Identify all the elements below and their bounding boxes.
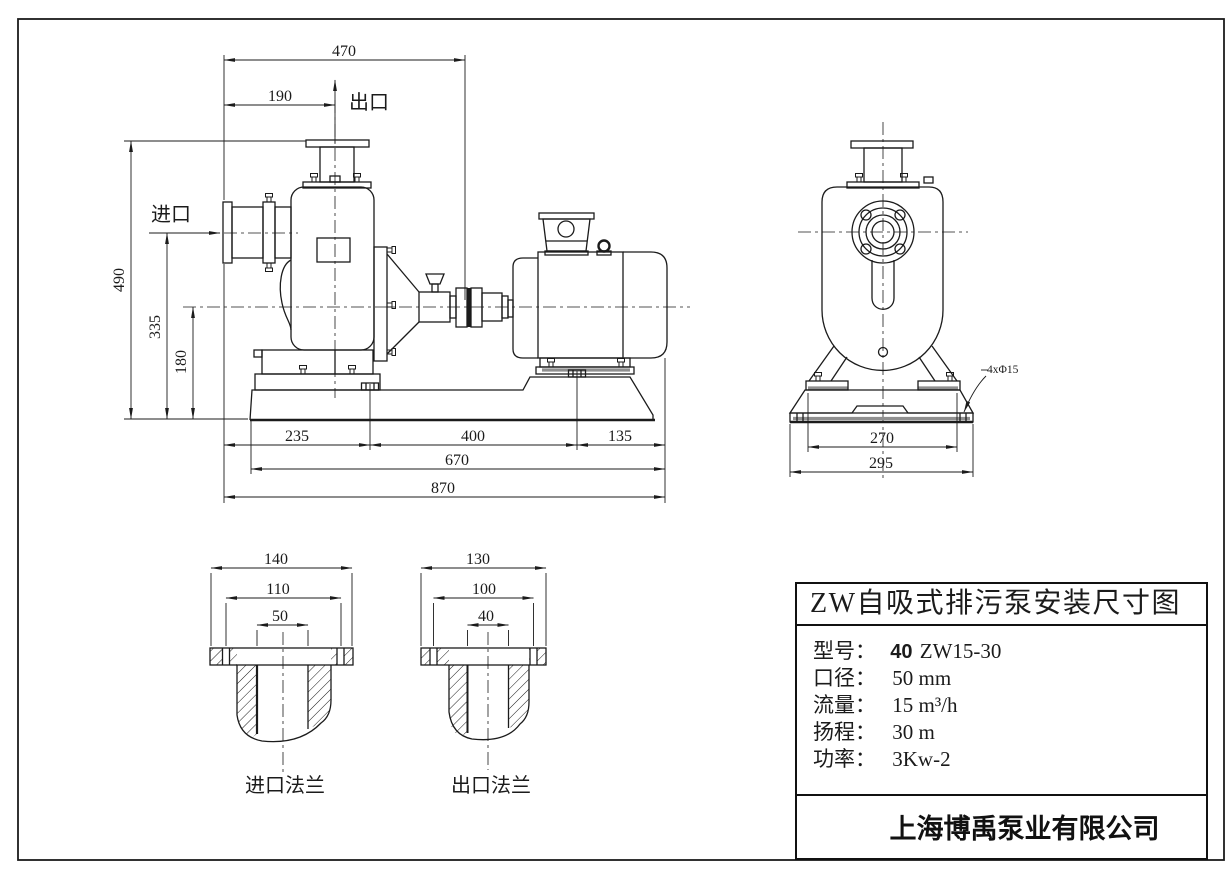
outlet-flange-detail: 130 100 40 出口法兰 [420, 551, 547, 797]
drawing-title: ZW自吸式排污泵安装尺寸图 [797, 584, 1206, 626]
spec-label: 型号： [813, 639, 876, 663]
spec-label: 扬程： [813, 720, 876, 744]
pump-casing-front [821, 186, 944, 372]
spec-row-power: 功率： 3Kw-2 [813, 746, 1206, 773]
holes-leader-line [963, 375, 987, 413]
bearing-and-coupling [373, 246, 514, 362]
inlet-flange-dim-50: 50 [272, 608, 288, 625]
dim-870: 870 [431, 480, 455, 497]
title-block: ZW自吸式排污泵安装尺寸图 型号： 40 ZW15-30 口径： 50 mm 流… [795, 582, 1208, 860]
outlet-flange-dim-100: 100 [472, 581, 496, 598]
front-view: 270 295 4xΦ15 [788, 122, 1019, 478]
dim-235: 235 [285, 428, 309, 445]
dim-670: 670 [445, 452, 469, 469]
outlet-label: 出口 [349, 91, 389, 114]
eyebolt-icon [597, 239, 611, 253]
inlet-flange-dim-110: 110 [266, 581, 289, 598]
side-dimensions: 470 190 出口 进口 490 335 180 235 400 135 67… [111, 43, 666, 499]
dim-295: 295 [869, 455, 893, 472]
spec-row-diameter: 口径： 50 mm [813, 665, 1206, 692]
spec-value: 50 mm [892, 666, 952, 690]
pump-body [290, 186, 375, 351]
dim-335: 335 [147, 315, 164, 339]
spec-value: 3Kw-2 [892, 747, 951, 771]
holes-label: 4xΦ15 [987, 364, 1019, 376]
dim-180: 180 [173, 350, 190, 374]
dim-190: 190 [268, 88, 292, 105]
outlet-flange-dim-130: 130 [466, 551, 490, 568]
dim-400: 400 [461, 428, 485, 445]
inlet-flange-caption: 进口法兰 [245, 774, 325, 797]
spec-label: 功率： [813, 747, 876, 771]
spec-row-model: 型号： 40 ZW15-30 [813, 638, 1206, 665]
spec-row-head: 扬程： 30 m [813, 719, 1206, 746]
suction-flange-front [851, 200, 915, 264]
motor [512, 212, 668, 375]
dim-470: 470 [332, 43, 356, 60]
dim-270: 270 [870, 430, 894, 447]
base-plate [249, 369, 655, 422]
drain-plug [877, 346, 889, 358]
spec-value-prefix: 40 [890, 641, 913, 663]
side-view: 470 190 出口 进口 490 335 180 235 400 135 67… [111, 43, 690, 503]
outlet-flange-caption: 出口法兰 [451, 774, 531, 797]
inlet-label: 进口 [151, 203, 191, 226]
company-name: 上海博禹泵业有限公司 [797, 794, 1206, 856]
spec-value: 30 m [892, 720, 935, 744]
front-legs-and-base [788, 345, 975, 424]
grease-cup [425, 273, 445, 285]
inlet-pipe [222, 193, 292, 272]
dim-490: 490 [111, 268, 128, 292]
terminal-box [538, 212, 595, 256]
spec-table: 型号： 40 ZW15-30 口径： 50 mm 流量： 15 m³/h 扬程：… [797, 626, 1206, 794]
spec-label: 口径： [813, 666, 876, 690]
inlet-flange-dim-140: 140 [264, 551, 288, 568]
spec-value: 15 m³/h [892, 693, 958, 717]
spec-label: 流量： [813, 693, 876, 717]
pump-nameplate [316, 237, 351, 263]
outlet-flange-dim-40: 40 [478, 608, 494, 625]
spec-value: ZW15-30 [919, 639, 1002, 663]
sheet-border [17, 18, 1225, 861]
front-dimensions: 270 295 4xΦ15 [789, 364, 1019, 477]
inlet-flange-detail: 140 110 50 进口法兰 [209, 551, 354, 797]
spec-row-flow: 流量： 15 m³/h [813, 692, 1206, 719]
dim-135: 135 [608, 428, 632, 445]
extension-lines [124, 55, 666, 503]
